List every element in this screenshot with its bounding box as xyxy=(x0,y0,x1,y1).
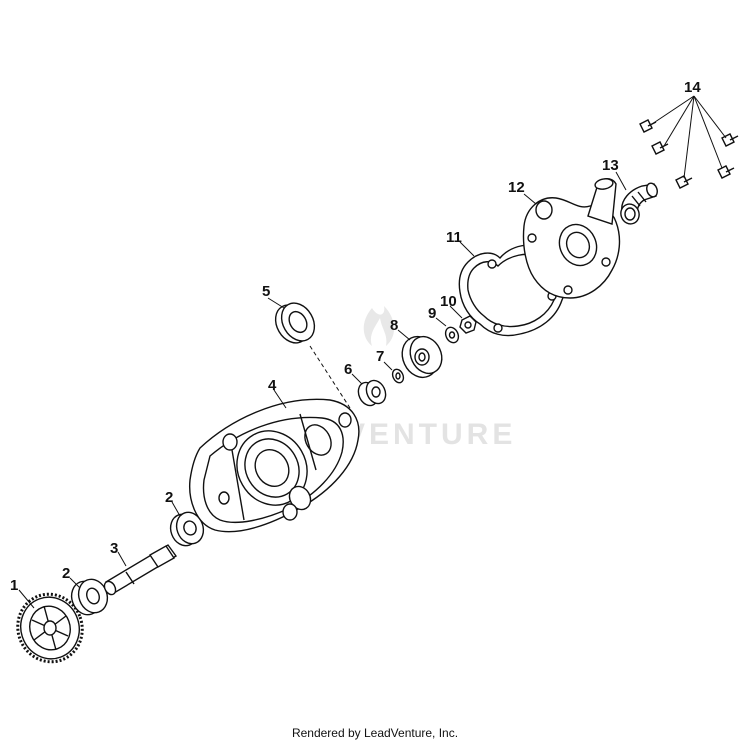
callout-14: 14 xyxy=(684,79,701,96)
part-8-impeller[interactable] xyxy=(396,331,448,383)
part-1-gear[interactable] xyxy=(8,585,91,671)
callout-labels: 1 2 3 2 4 5 6 7 8 9 10 11 12 13 14 xyxy=(10,79,701,594)
part-5-seal[interactable] xyxy=(269,297,321,349)
callout-6: 6 xyxy=(344,361,352,378)
part-9-washer[interactable] xyxy=(443,325,461,345)
callout-7: 7 xyxy=(376,348,384,365)
bolt-3[interactable] xyxy=(675,175,693,189)
callout-8: 8 xyxy=(390,317,398,334)
part-13-elbow-fitting[interactable] xyxy=(618,182,659,227)
watermark: VENTURE xyxy=(345,306,516,451)
leader-lines xyxy=(18,95,727,609)
part-7-washer[interactable] xyxy=(391,368,406,385)
part-2-bearing-upper[interactable] xyxy=(166,509,207,550)
callout-2-upper: 2 xyxy=(165,489,173,506)
part-6-bushing[interactable] xyxy=(355,377,389,408)
callout-10: 10 xyxy=(440,293,457,310)
callout-13: 13 xyxy=(602,157,619,174)
callout-3: 3 xyxy=(110,540,118,557)
part-2-bearing-lower[interactable] xyxy=(67,575,112,619)
bolt-1[interactable] xyxy=(639,119,657,133)
callout-2-lower: 2 xyxy=(62,565,70,582)
part-12-pump-cover[interactable] xyxy=(522,178,621,299)
callout-1: 1 xyxy=(10,577,18,594)
callout-9: 9 xyxy=(428,305,436,322)
bolt-5[interactable] xyxy=(717,165,735,179)
part-4-housing[interactable] xyxy=(189,398,360,533)
part-14-bolts[interactable] xyxy=(639,119,739,189)
part-11-gasket[interactable] xyxy=(458,244,567,337)
bolt-2[interactable] xyxy=(651,141,669,155)
watermark-text: VENTURE xyxy=(345,418,516,451)
callout-12: 12 xyxy=(508,179,525,196)
alignment-line xyxy=(309,345,351,409)
part-3-shaft[interactable] xyxy=(102,544,178,597)
callout-4: 4 xyxy=(268,377,277,394)
footer-credit: Rendered by LeadVenture, Inc. xyxy=(291,726,459,740)
callout-11: 11 xyxy=(446,229,462,246)
callout-5: 5 xyxy=(262,283,270,300)
